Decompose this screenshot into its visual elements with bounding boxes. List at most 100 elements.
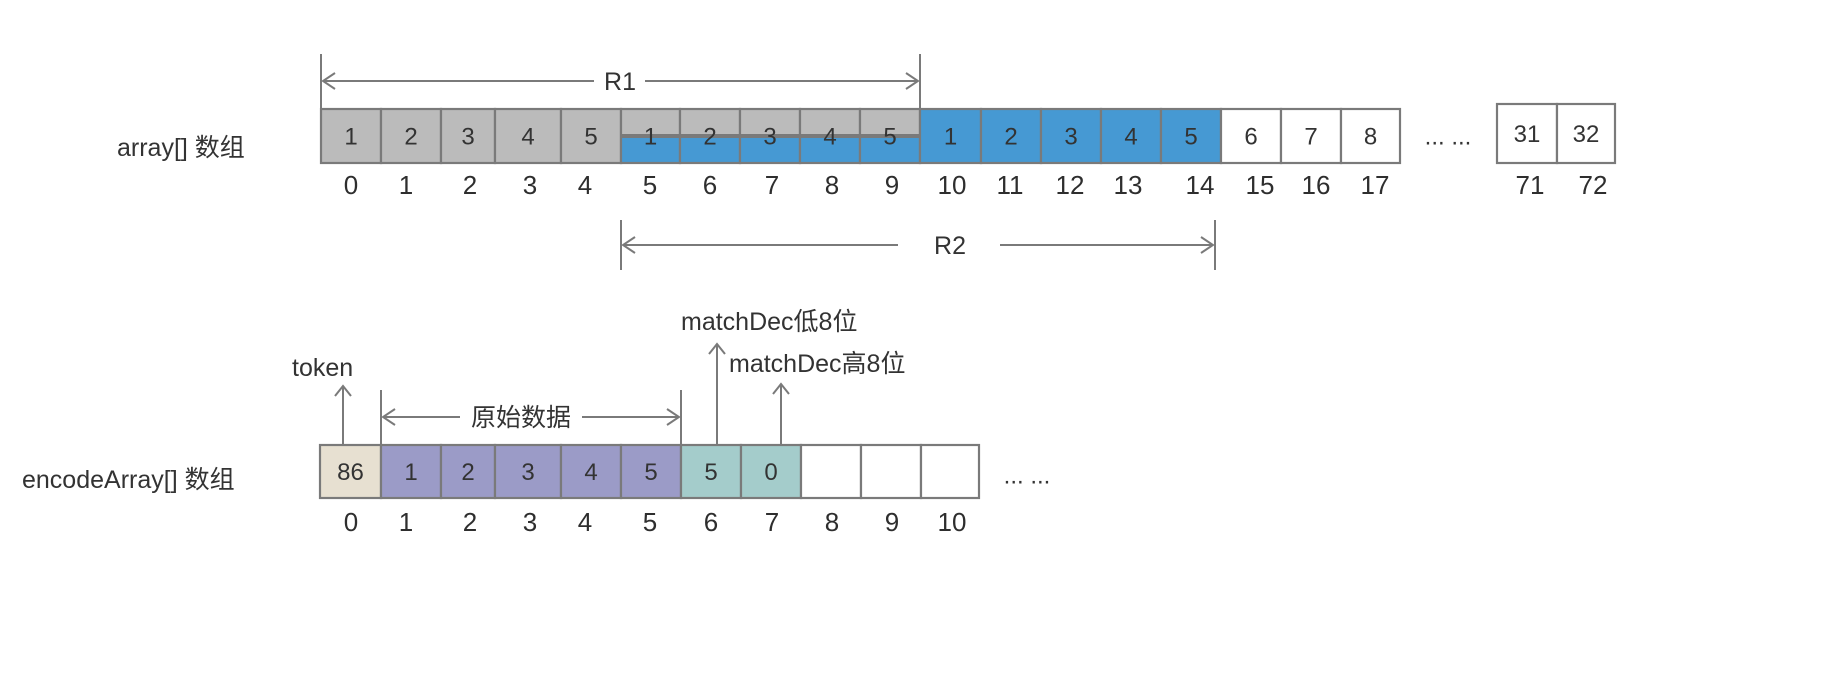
match-dec-low-arrow-head bbox=[708, 342, 726, 355]
cell-value: 5 bbox=[704, 459, 717, 486]
array-label: array[] 数组 bbox=[117, 134, 245, 162]
token-arrow-head bbox=[334, 384, 352, 397]
cell-value: 4 bbox=[1124, 124, 1137, 151]
array-section: array[] 数组 R1 10213243541526374859110211… bbox=[117, 54, 1617, 270]
array-cell: 615 bbox=[1219, 107, 1283, 200]
cell-value: 1 bbox=[644, 124, 657, 151]
cell-index: 71 bbox=[1516, 170, 1545, 200]
array-cells: 1021324354152637485911021131241351461571… bbox=[319, 107, 1402, 200]
cell-index: 6 bbox=[704, 507, 718, 537]
cell-index: 4 bbox=[578, 507, 592, 537]
cell-value: 31 bbox=[1514, 121, 1541, 148]
cell-index: 8 bbox=[825, 170, 839, 200]
cell-index: 10 bbox=[938, 507, 967, 537]
cell-overlap-top bbox=[860, 109, 920, 136]
array-cell: 32 bbox=[439, 107, 497, 200]
cell-overlap-bottom bbox=[740, 136, 800, 163]
cell-index: 9 bbox=[885, 507, 899, 537]
cell-value: 3 bbox=[763, 124, 776, 151]
encode-array-cell: 44 bbox=[559, 443, 623, 537]
encode-array-cell: 07 bbox=[739, 443, 803, 537]
cell-overlap-top bbox=[800, 109, 860, 136]
cell-index: 11 bbox=[997, 170, 1024, 200]
cell-value: 3 bbox=[1064, 124, 1077, 151]
encode-array-cell: 10 bbox=[919, 443, 981, 537]
raw-data-range: 原始数据 bbox=[380, 390, 682, 445]
array-cell: 514 bbox=[1159, 107, 1223, 200]
array-cell: 59 bbox=[858, 107, 922, 200]
array-tail-cell: 31 71 bbox=[1495, 102, 1559, 200]
cell-index: 8 bbox=[825, 507, 839, 537]
cell-index: 5 bbox=[643, 170, 657, 200]
array-cell: 7 16 bbox=[1279, 107, 1343, 200]
cell-value: 3 bbox=[461, 124, 474, 151]
cell-index: 7 bbox=[765, 170, 779, 200]
match-dec-high-arrow-head bbox=[772, 382, 790, 395]
array-cell: 37 bbox=[738, 107, 802, 200]
match-dec-low-label: matchDec低8位 bbox=[681, 308, 857, 336]
cell-index: 72 bbox=[1579, 170, 1608, 200]
array-cell: 26 bbox=[678, 107, 742, 200]
cell-box bbox=[439, 107, 497, 165]
cell-index: 17 bbox=[1361, 170, 1390, 200]
cell-box bbox=[318, 443, 383, 500]
array-cell: 10 bbox=[319, 107, 383, 200]
cell-index: 0 bbox=[344, 507, 358, 537]
cell-box bbox=[979, 107, 1043, 165]
cell-overlap-bottom bbox=[800, 136, 860, 163]
array-cell: 8 17 bbox=[1339, 107, 1402, 200]
cell-box bbox=[1339, 107, 1402, 165]
cell-index: 0 bbox=[344, 170, 358, 200]
array-cell: 43 bbox=[493, 107, 563, 200]
raw-data-label: 原始数据 bbox=[471, 404, 571, 432]
cell-index: 15 bbox=[1246, 170, 1275, 200]
match-dec-high-label: matchDec高8位 bbox=[729, 350, 905, 378]
array-cell: 48 bbox=[798, 107, 862, 200]
cell-box bbox=[799, 443, 863, 500]
cell-box bbox=[379, 107, 443, 165]
cell-value: 3 bbox=[521, 459, 534, 486]
cell-index: 4 bbox=[578, 170, 592, 200]
encode-array-cell: 860 bbox=[318, 443, 383, 537]
cell-box bbox=[1495, 102, 1559, 165]
encode-array-label: encodeArray[] 数组 bbox=[22, 466, 235, 494]
cell-overlap-top bbox=[740, 109, 800, 136]
cell-value: 8 bbox=[1364, 124, 1377, 151]
array-cell: 54 bbox=[559, 107, 623, 200]
cell-index: 14 bbox=[1186, 170, 1215, 200]
cell-index: 9 bbox=[885, 170, 899, 200]
cell-value: 7 bbox=[1304, 124, 1317, 151]
encode-array-cell: 56 bbox=[679, 443, 743, 537]
cell-box bbox=[439, 443, 497, 500]
cell-index: 16 bbox=[1302, 170, 1331, 200]
cell-box bbox=[319, 107, 383, 165]
range-r2-label: R2 bbox=[934, 232, 966, 260]
encode-array-cell: 8 bbox=[799, 443, 863, 537]
cell-box bbox=[1099, 107, 1163, 165]
cell-index: 2 bbox=[463, 507, 477, 537]
cell-box bbox=[493, 107, 563, 165]
encode-array-cell: 22 bbox=[439, 443, 497, 537]
cell-overlap-bottom bbox=[680, 136, 740, 163]
cell-index: 10 bbox=[938, 170, 967, 200]
cell-box bbox=[1555, 102, 1617, 165]
cell-index: 6 bbox=[703, 170, 717, 200]
cell-value: 32 bbox=[1573, 121, 1600, 148]
encode-array-cell: 55 bbox=[619, 443, 683, 537]
range-r2: R2 bbox=[620, 220, 1216, 270]
cell-value: 1 bbox=[944, 124, 957, 151]
cell-value: 4 bbox=[584, 459, 597, 486]
cell-overlap-top bbox=[621, 109, 680, 136]
array-cell: 211 bbox=[979, 107, 1043, 200]
array-cell: 312 bbox=[1039, 107, 1103, 200]
array-cell: 15 bbox=[619, 107, 682, 200]
range-r1: R1 bbox=[320, 54, 921, 109]
cell-box bbox=[619, 443, 683, 500]
array-cell: 21 bbox=[379, 107, 443, 200]
cell-box bbox=[1039, 107, 1103, 165]
cell-value: 2 bbox=[461, 459, 474, 486]
cell-value: 0 bbox=[764, 459, 777, 486]
cell-value: 1 bbox=[344, 124, 357, 151]
cell-box bbox=[919, 443, 981, 500]
